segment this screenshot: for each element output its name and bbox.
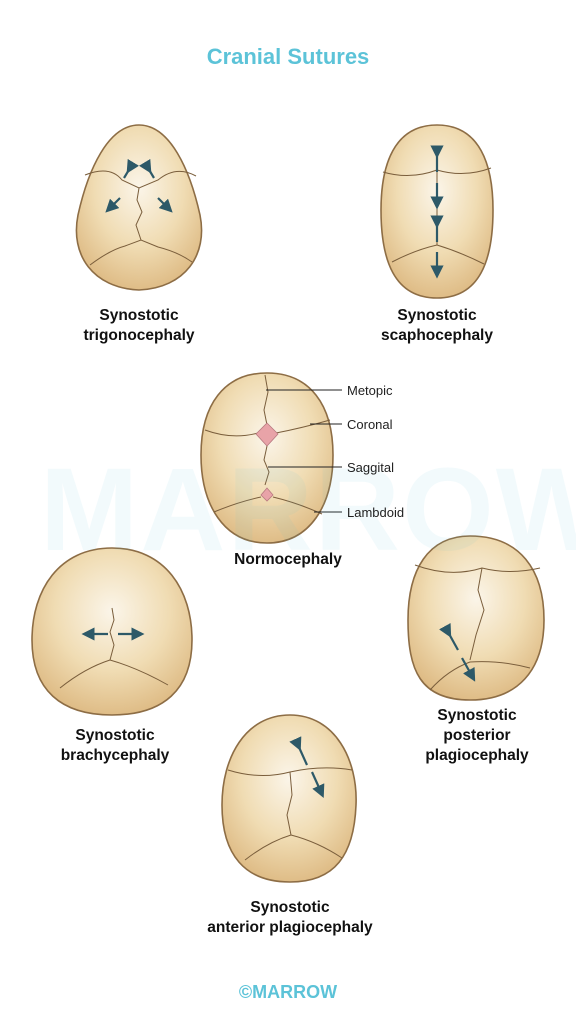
lambdoid-suture (89, 239, 193, 266)
caption-line: posterior (443, 727, 511, 744)
diagram-title: Cranial Sutures (206, 44, 370, 69)
caption-line: Synostotic (250, 899, 330, 916)
skull-outline (221, 714, 357, 883)
caption-line: Synostotic (99, 307, 179, 324)
caption-line: plagiocephaly (425, 747, 529, 764)
arrow (439, 623, 459, 651)
skull-normocephaly (200, 372, 342, 544)
lambdoid-suture (391, 244, 485, 265)
posterior-fontanelle (260, 487, 274, 502)
skull-outline (75, 124, 203, 291)
watermark: MARROW (40, 444, 576, 576)
sagittal-suture (469, 567, 485, 661)
caption-trigonocephaly: Synostotic trigonocephaly (54, 306, 224, 346)
caption-scaphocephaly: Synostotic scaphocephaly (352, 306, 522, 346)
lambdoid-suture (244, 834, 343, 861)
skull-outline (31, 547, 193, 716)
arrow (289, 736, 309, 766)
skull-outline (407, 535, 545, 701)
skull-scaphocephaly (380, 124, 494, 299)
arrow (123, 158, 140, 179)
coronal-suture (204, 419, 331, 437)
caption-line: brachycephaly (60, 747, 170, 764)
skull-outline (200, 372, 334, 544)
caption-line: scaphocephaly (381, 327, 493, 344)
skull-anterior-plagiocephaly (221, 714, 357, 883)
skull-posterior-plagiocephaly (407, 535, 545, 701)
caption-line: Synostotic (75, 727, 155, 744)
caption-brachycephaly: Synostotic brachycephaly (30, 726, 200, 766)
footer-logo: ©MARROW (238, 982, 338, 1002)
caption-anterior-plagiocephaly: Synostotic anterior plagiocephaly (180, 898, 400, 938)
caption-line: Synostotic (437, 707, 517, 724)
caption-line: Normocephaly (234, 551, 342, 568)
skull-brachycephaly (31, 547, 193, 716)
label-saggital: Saggital (347, 460, 394, 475)
label-coronal: Coronal (347, 417, 393, 432)
caption-normocephaly: Normocephaly (198, 550, 378, 570)
lambdoid-suture (59, 659, 169, 689)
caption-line: Synostotic (397, 307, 477, 324)
arrow (157, 197, 173, 213)
metopic-suture (263, 374, 269, 426)
arrow (138, 158, 155, 179)
caption-line: anterior plagiocephaly (207, 919, 373, 936)
label-metopic: Metopic (347, 383, 393, 398)
sagittal-suture (135, 187, 143, 241)
arrow (310, 771, 325, 799)
sagittal-suture (286, 771, 293, 836)
skull-trigonocephaly (75, 124, 203, 291)
label-lambdoid: Lambdoid (347, 505, 405, 520)
coronal-suture (109, 607, 115, 661)
arrow (461, 657, 476, 682)
arrow (105, 197, 121, 213)
caption-line: trigonocephaly (83, 327, 195, 344)
caption-posterior-plagiocephaly: Synostotic posterior plagiocephaly (392, 706, 562, 766)
sagittal-suture (263, 445, 270, 486)
lambdoid-suture (429, 661, 531, 691)
